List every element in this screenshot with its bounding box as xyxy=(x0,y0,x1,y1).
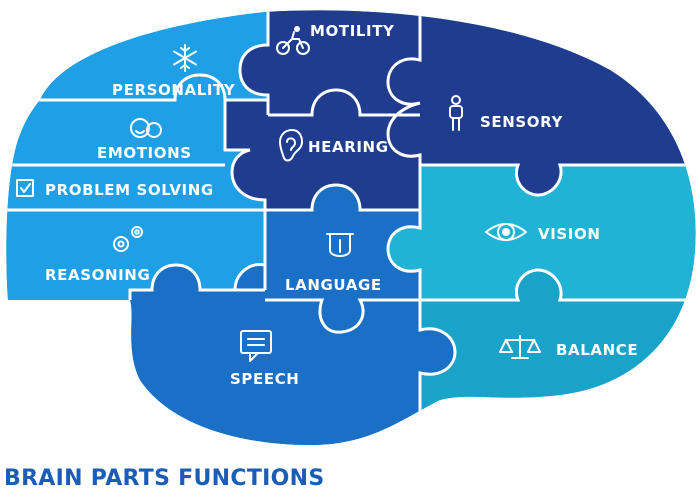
piece-motility xyxy=(240,10,420,115)
label-reasoning: REASONING xyxy=(45,266,150,284)
piece-reasoning xyxy=(6,210,265,300)
label-vision: VISION xyxy=(538,225,600,243)
snowflake-icon xyxy=(173,44,197,72)
cyclist-icon xyxy=(276,26,310,55)
piece-vision xyxy=(388,165,696,300)
scales-icon xyxy=(499,335,541,359)
gears-icon xyxy=(113,226,143,252)
label-balance: BALANCE xyxy=(556,341,638,359)
checkbox-icon xyxy=(16,179,34,197)
label-sensory: SENSORY xyxy=(480,113,563,131)
label-motility: MOTILITY xyxy=(310,22,395,40)
piece-emotions xyxy=(6,75,225,165)
label-hearing: HEARING xyxy=(308,138,389,156)
label-personality: PERSONALITY xyxy=(112,81,236,99)
label-speech: SPEECH xyxy=(230,370,299,388)
label-problem-solving: PROBLEM SOLVING xyxy=(45,181,214,199)
eye-icon xyxy=(485,223,527,241)
speech-bubble-icon xyxy=(240,330,272,362)
person-icon xyxy=(449,95,463,131)
piece-hearing xyxy=(225,90,420,210)
piece-balance xyxy=(420,270,696,446)
label-emotions: EMOTIONS xyxy=(97,144,192,162)
label-language: LANGUAGE xyxy=(285,276,382,294)
page-title: BRAIN PARTS FUNCTIONS xyxy=(4,466,325,491)
tongue-icon xyxy=(326,233,354,257)
ear-icon xyxy=(279,129,303,162)
piece-language xyxy=(235,185,420,333)
faces-icon xyxy=(130,118,162,138)
